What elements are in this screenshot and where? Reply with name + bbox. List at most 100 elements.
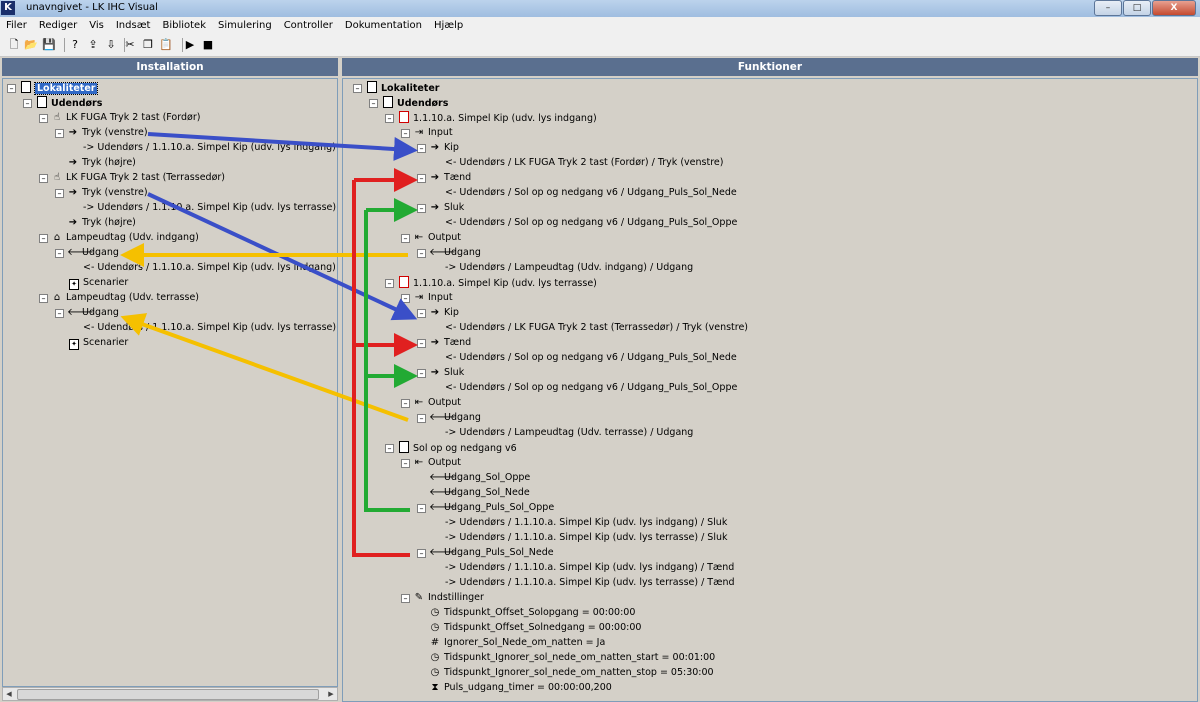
menu-item[interactable]: Vis <box>89 20 104 31</box>
tree-node-link[interactable]: <- Udendørs / 1.1.10.a. Simpel Kip (udv.… <box>83 321 337 335</box>
tree-node-lokaliteter[interactable]: Lokaliteter <box>19 81 99 95</box>
tree-node-udgang[interactable]: 🡐Udgang <box>429 411 481 425</box>
menu-item[interactable]: Dokumentation <box>344 20 422 31</box>
tree-expand-toggle[interactable]: – <box>401 594 410 603</box>
menu-item[interactable]: Indsæt <box>115 20 151 31</box>
tree-node-link[interactable]: -> Udendørs / Lampeudtag (Udv. terrasse)… <box>445 426 693 440</box>
tree-node-setting[interactable]: ◷Tidspunkt_Ignorer_sol_nede_om_natten_st… <box>429 666 714 680</box>
tree-node-setting[interactable]: ◷Tidspunkt_Ignorer_sol_nede_om_natten_st… <box>429 651 716 665</box>
tree-expand-toggle[interactable]: – <box>417 309 426 318</box>
tree-expand-toggle[interactable]: – <box>401 234 410 243</box>
tree-node-setting[interactable]: ◷Tidspunkt_Offset_Solnedgang = 00:00:00 <box>429 621 642 635</box>
tree-node-fuga-terrassedor[interactable]: ☝LK FUGA Tryk 2 tast (Terrassedør) <box>51 171 225 185</box>
tree-expand-toggle[interactable]: – <box>353 84 362 93</box>
tree-expand-toggle[interactable]: – <box>401 294 410 303</box>
tree-node-udgang[interactable]: 🡐Udgang <box>429 246 481 260</box>
tree-node-lokaliteter[interactable]: Lokaliteter <box>365 81 439 95</box>
tree-node-udgang-sol-oppe[interactable]: 🡐Udgang_Sol_Oppe <box>429 471 530 485</box>
tree-expand-toggle[interactable]: – <box>39 294 48 303</box>
close-button[interactable]: X <box>1152 0 1196 16</box>
tree-expand-toggle[interactable]: – <box>55 249 64 258</box>
tree-node-tryk-venstre[interactable]: ➔Tryk (venstre) <box>67 186 148 200</box>
tree-node-udgang[interactable]: 🡐Udgang <box>67 306 119 320</box>
scroll-right-icon[interactable]: ▶ <box>328 690 334 698</box>
tree-node-link[interactable]: <- Udendørs / Sol op og nedgang v6 / Udg… <box>445 186 737 200</box>
menu-item[interactable]: Bibliotek <box>162 20 206 31</box>
tree-expand-toggle[interactable]: – <box>417 339 426 348</box>
funktioner-tree[interactable]: –Lokaliteter–Udendørs–1.1.10.a. Simpel K… <box>342 78 1198 702</box>
tree-node-scenarier[interactable]: ✦Scenarier <box>67 276 128 290</box>
tree-node-udendors[interactable]: Udendørs <box>35 96 102 110</box>
tree-node-udgang-puls-sol-oppe[interactable]: 🡐Udgang_Puls_Sol_Oppe <box>429 501 554 515</box>
menu-item[interactable]: Hjælp <box>433 20 464 31</box>
tree-node-link[interactable]: -> Udendørs / 1.1.10.a. Simpel Kip (udv.… <box>445 561 734 575</box>
tree-node-lampeudtag-terrasse[interactable]: ⌂Lampeudtag (Udv. terrasse) <box>51 291 199 305</box>
tree-expand-toggle[interactable]: – <box>417 144 426 153</box>
tree-node-link[interactable]: -> Udendørs / 1.1.10.a. Simpel Kip (udv.… <box>83 201 337 215</box>
tree-node-input[interactable]: ⇥Input <box>413 126 453 140</box>
copy-icon[interactable]: ❐ <box>143 38 153 51</box>
tree-expand-toggle[interactable]: – <box>7 84 16 93</box>
cut-icon[interactable]: ✂ <box>125 38 135 51</box>
minimize-button[interactable]: – <box>1094 0 1122 16</box>
tree-node-simpel-kip-indgang[interactable]: 1.1.10.a. Simpel Kip (udv. lys indgang) <box>397 111 597 125</box>
tree-expand-toggle[interactable]: – <box>417 174 426 183</box>
tree-node-link[interactable]: <- Udendørs / LK FUGA Tryk 2 tast (Terra… <box>445 321 748 335</box>
tree-node-link[interactable]: -> Udendørs / Lampeudtag (Udv. indgang) … <box>445 261 693 275</box>
tree-node-tryk-venstre[interactable]: ➔Tryk (venstre) <box>67 126 148 140</box>
tree-node-output[interactable]: ⇤Output <box>413 396 461 410</box>
tree-node-link[interactable]: <- Udendørs / Sol op og nedgang v6 / Udg… <box>445 216 737 230</box>
tree-node-setting[interactable]: ⧗Puls_udgang_timer = 00:00:00,200 <box>429 681 611 695</box>
menu-item[interactable]: Simulering <box>217 20 272 31</box>
tree-expand-toggle[interactable]: – <box>417 249 426 258</box>
tree-expand-toggle[interactable]: – <box>23 99 32 108</box>
tree-node-link[interactable]: <- Udendørs / LK FUGA Tryk 2 tast (Fordø… <box>445 156 723 170</box>
open-folder-icon[interactable]: 📂 <box>24 38 38 51</box>
paste-icon[interactable]: 📋 <box>159 38 173 51</box>
tree-expand-toggle[interactable]: – <box>385 444 394 453</box>
menu-item[interactable]: Controller <box>283 20 333 31</box>
tree-node-simpel-kip-terrasse[interactable]: 1.1.10.a. Simpel Kip (udv. lys terrasse) <box>397 276 597 290</box>
tree-node-setting[interactable]: ◷Tidspunkt_Offset_Solopgang = 00:00:00 <box>429 606 636 620</box>
upload-icon[interactable]: ⇪ <box>88 38 98 51</box>
tree-node-sol-op-nedgang[interactable]: Sol op og nedgang v6 <box>397 441 517 455</box>
tree-expand-toggle[interactable]: – <box>369 99 378 108</box>
tree-node-tryk-hojre[interactable]: ➔Tryk (højre) <box>67 156 136 170</box>
tree-expand-toggle[interactable]: – <box>385 279 394 288</box>
tree-node-fuga-fordor[interactable]: ☝LK FUGA Tryk 2 tast (Fordør) <box>51 111 201 125</box>
tree-expand-toggle[interactable]: – <box>55 129 64 138</box>
installation-tree[interactable]: –Lokaliteter–Udendørs–☝LK FUGA Tryk 2 ta… <box>2 78 338 687</box>
tree-node-udgang-sol-nede[interactable]: 🡐Udgang_Sol_Nede <box>429 486 530 500</box>
tree-node-tryk-hojre[interactable]: ➔Tryk (højre) <box>67 216 136 230</box>
tree-node-udgang[interactable]: 🡐Udgang <box>67 246 119 260</box>
tree-node-sluk[interactable]: ➔Sluk <box>429 201 464 215</box>
tree-node-link[interactable]: <- Udendørs / Sol op og nedgang v6 / Udg… <box>445 351 737 365</box>
new-file-icon[interactable]: 🗋 <box>9 38 19 51</box>
tree-expand-toggle[interactable]: – <box>417 414 426 423</box>
tree-node-link[interactable]: -> Udendørs / 1.1.10.a. Simpel Kip (udv.… <box>445 531 728 545</box>
tree-node-lampeudtag-indgang[interactable]: ⌂Lampeudtag (Udv. indgang) <box>51 231 199 245</box>
tree-expand-toggle[interactable]: – <box>401 129 410 138</box>
tree-node-output[interactable]: ⇤Output <box>413 456 461 470</box>
tree-expand-toggle[interactable]: – <box>417 369 426 378</box>
tree-node-kip[interactable]: ➔Kip <box>429 306 459 320</box>
tree-node-scenarier[interactable]: ✦Scenarier <box>67 336 128 350</box>
tree-node-link[interactable]: -> Udendørs / 1.1.10.a. Simpel Kip (udv.… <box>445 576 735 590</box>
tree-node-input[interactable]: ⇥Input <box>413 291 453 305</box>
tree-expand-toggle[interactable]: – <box>385 114 394 123</box>
tree-expand-toggle[interactable]: – <box>39 114 48 123</box>
stop-icon[interactable]: ■ <box>202 38 214 51</box>
tree-expand-toggle[interactable]: – <box>39 234 48 243</box>
tree-expand-toggle[interactable]: – <box>417 549 426 558</box>
tree-expand-toggle[interactable]: – <box>417 204 426 213</box>
tree-node-indstillinger[interactable]: ✎Indstillinger <box>413 591 484 605</box>
tree-expand-toggle[interactable]: – <box>401 399 410 408</box>
tree-node-sluk[interactable]: ➔Sluk <box>429 366 464 380</box>
menu-item[interactable]: Rediger <box>38 20 78 31</box>
tree-node-kip[interactable]: ➔Kip <box>429 141 459 155</box>
tree-node-link[interactable]: <- Udendørs / Sol op og nedgang v6 / Udg… <box>445 381 737 395</box>
tree-expand-toggle[interactable]: – <box>55 189 64 198</box>
tree-node-taend[interactable]: ➔Tænd <box>429 336 471 350</box>
save-icon[interactable]: 💾 <box>42 38 56 51</box>
tree-node-output[interactable]: ⇤Output <box>413 231 461 245</box>
